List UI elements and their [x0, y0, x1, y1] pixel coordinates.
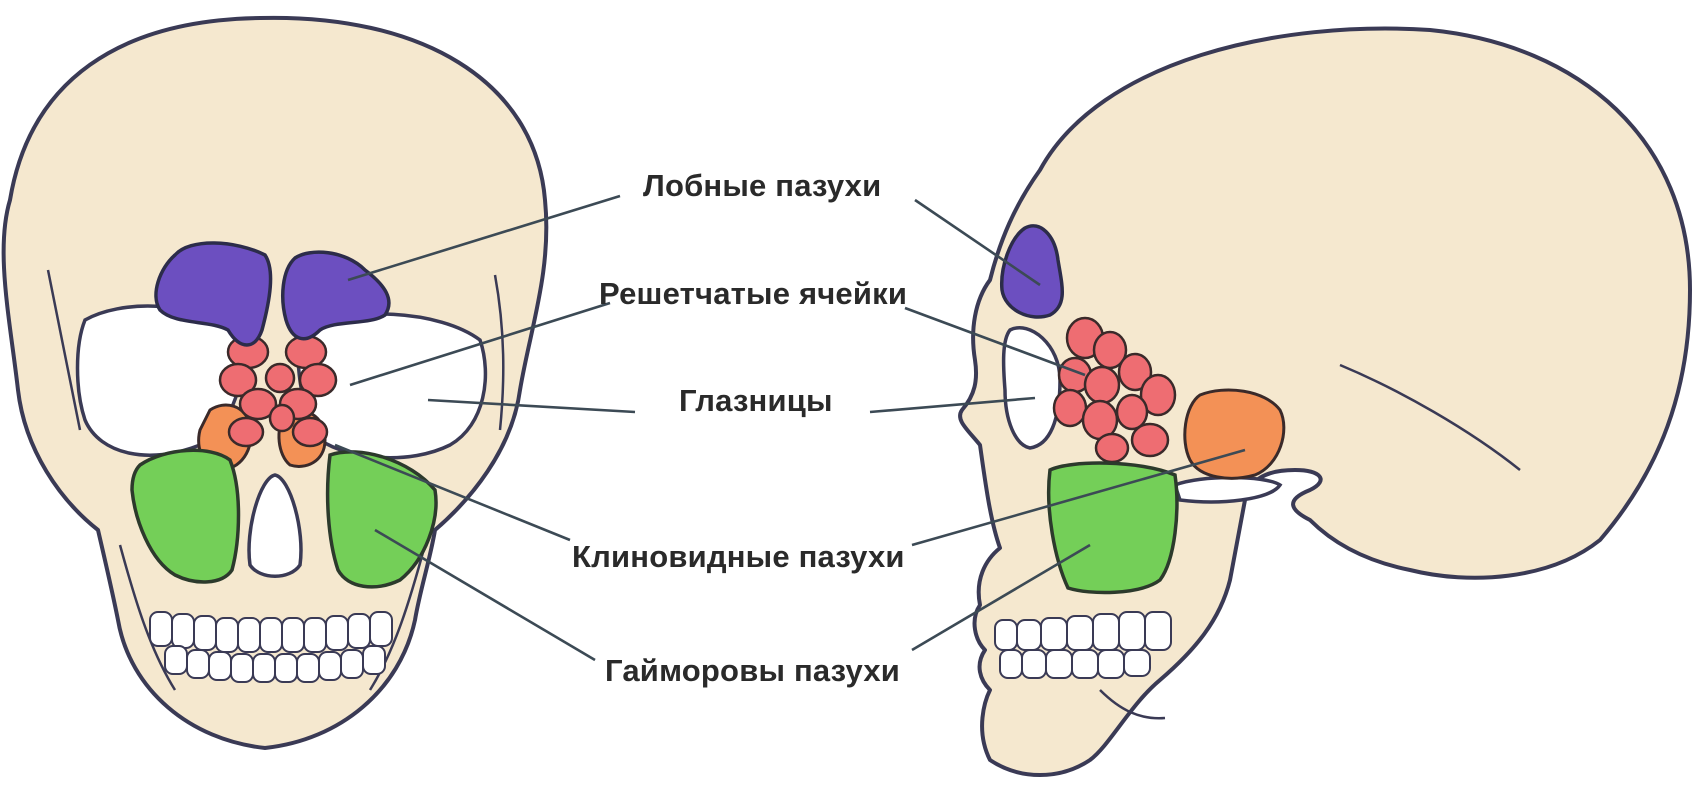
front-upper-teeth	[150, 612, 392, 652]
label-sphenoid-sinuses: Клиновидные пазухи	[572, 539, 905, 574]
side-maxillary-sinus	[1049, 463, 1177, 592]
labels: Лобные пазухи Решетчатые ячейки Глазницы…	[572, 168, 907, 688]
label-frontal-sinuses: Лобные пазухи	[643, 168, 881, 203]
side-sphenoid-sinus	[1185, 390, 1284, 478]
side-skull	[960, 29, 1690, 775]
side-lower-teeth	[1000, 650, 1150, 678]
side-zygomatic-gap	[1175, 478, 1280, 502]
label-ethmoid-cells: Решетчатые ячейки	[599, 276, 907, 311]
front-skull	[4, 18, 547, 748]
label-orbits: Глазницы	[679, 383, 833, 418]
label-maxillary-sinuses: Гайморовы пазухи	[605, 653, 900, 688]
